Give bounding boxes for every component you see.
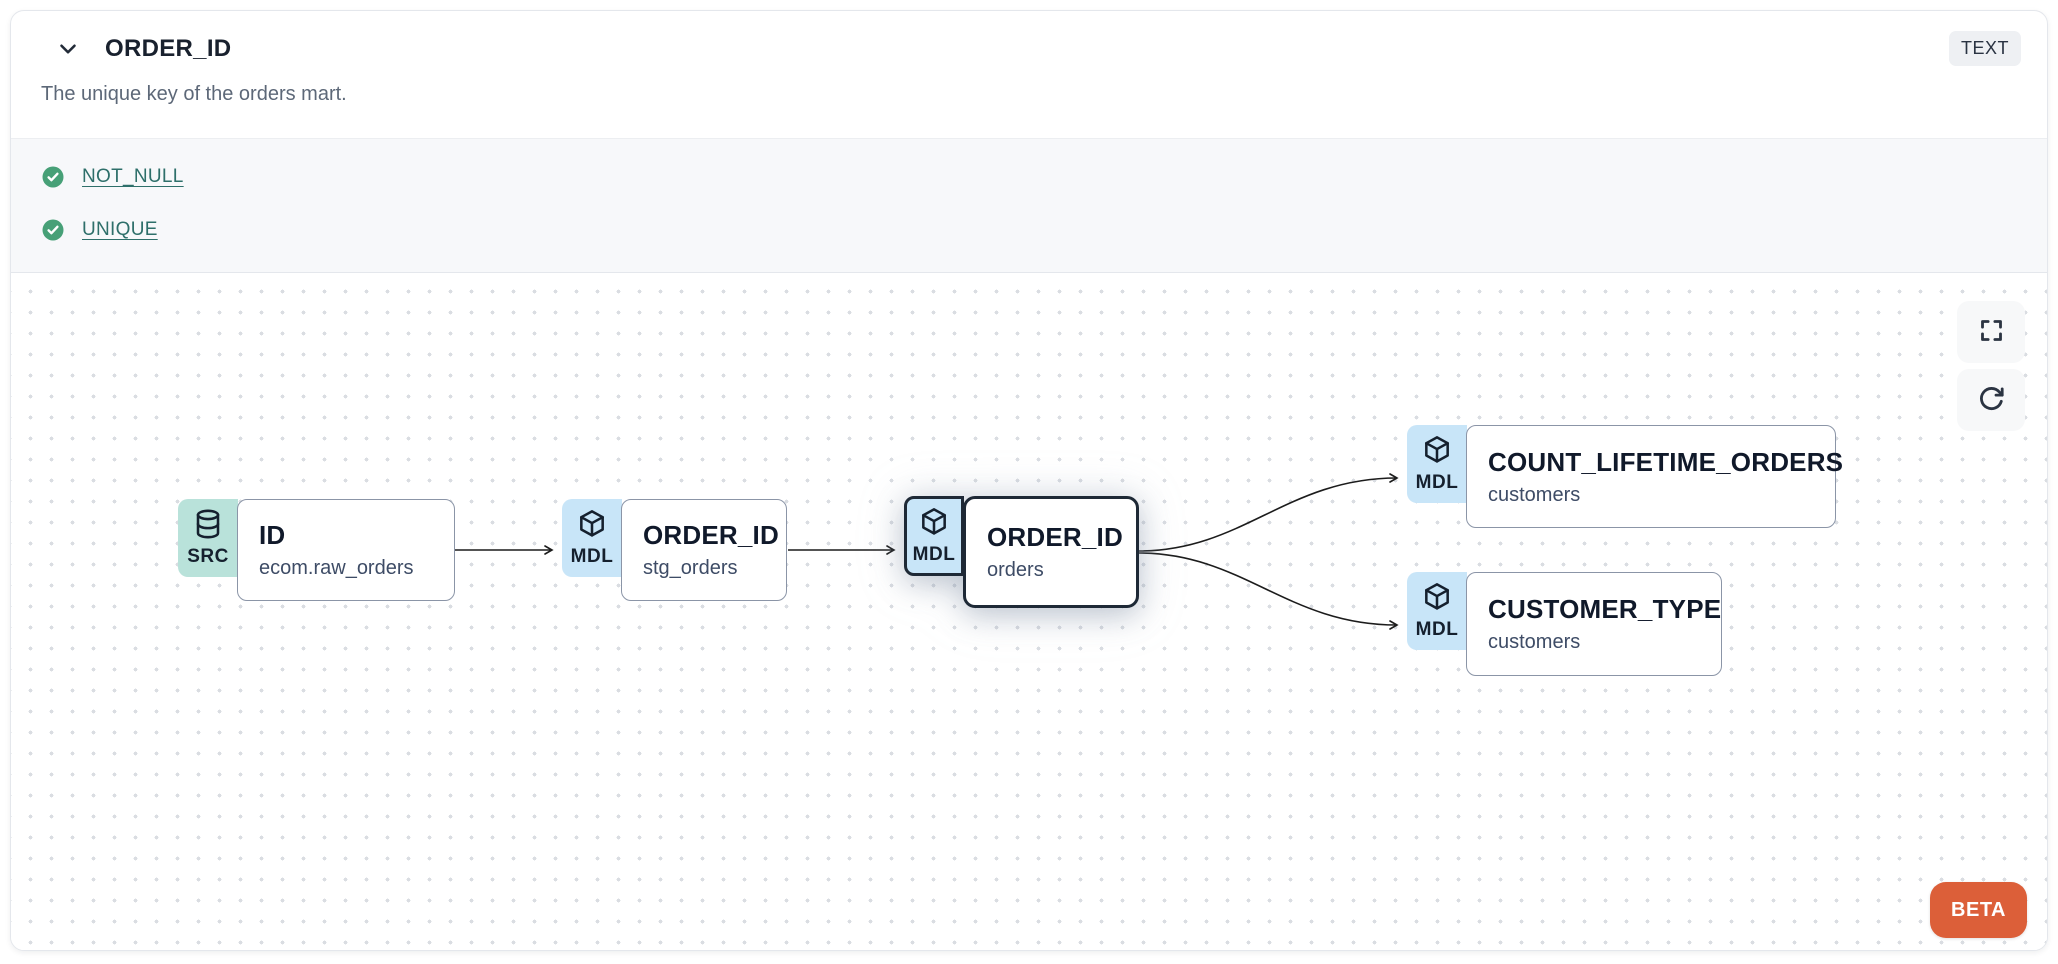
column-name: ORDER_ID <box>105 35 232 62</box>
database-icon <box>192 508 224 545</box>
source-badge: SRC <box>178 499 238 577</box>
column-description: The unique key of the orders mart. <box>41 83 347 105</box>
node-kind-label: MDL <box>1415 472 1459 493</box>
chevron-down-icon[interactable] <box>55 36 81 62</box>
refresh-button[interactable] <box>1957 369 2025 431</box>
node-body: COUNT_LIFETIME_ORDERS customers <box>1466 425 1844 528</box>
node-title: ORDER_ID <box>643 520 779 550</box>
column-details-card: ORDER_ID TEXT The unique key of the orde… <box>10 10 2048 951</box>
check-circle-icon <box>41 218 65 242</box>
header-row: ORDER_ID <box>41 35 2021 63</box>
test-row: UNIQUE <box>41 218 2017 242</box>
lineage-node-customer-type[interactable]: MDL CUSTOMER_TYPE customers <box>1407 572 1722 676</box>
node-subtitle: customers <box>1488 483 1581 506</box>
node-subtitle: customers <box>1488 631 1581 653</box>
test-link-unique[interactable]: UNIQUE <box>82 219 158 240</box>
check-circle-icon <box>41 165 65 189</box>
cube-icon <box>576 508 608 545</box>
node-subtitle: stg_orders <box>643 557 738 579</box>
cube-icon <box>1421 581 1453 618</box>
node-title: ID <box>259 520 286 550</box>
lineage-canvas[interactable]: SRC ID ecom.raw_orders MDL ORDER_ID stg_… <box>11 273 2047 950</box>
header: ORDER_ID TEXT The unique key of the orde… <box>11 11 2047 138</box>
node-subtitle: ecom.raw_orders <box>259 557 414 579</box>
node-title: CUSTOMER_TYPE <box>1488 594 1722 624</box>
lineage-node-order-id-stg-orders[interactable]: MDL ORDER_ID stg_orders <box>562 499 787 601</box>
node-kind-label: MDL <box>570 546 614 567</box>
node-kind-label: SRC <box>187 546 229 567</box>
node-title: ORDER_ID <box>987 522 1123 552</box>
node-body: ORDER_ID stg_orders <box>621 499 787 601</box>
node-kind-label: MDL <box>912 544 956 565</box>
fullscreen-icon <box>1978 317 2005 347</box>
lineage-edges <box>454 473 1399 630</box>
refresh-icon <box>1978 385 2005 415</box>
model-badge: MDL <box>1407 425 1467 503</box>
node-title: COUNT_LIFETIME_ORDERS <box>1488 446 1844 477</box>
node-subtitle: orders <box>987 559 1044 581</box>
node-body: CUSTOMER_TYPE customers <box>1466 572 1722 676</box>
beta-badge: BETA <box>1930 882 2027 938</box>
fullscreen-button[interactable] <box>1957 301 2025 363</box>
column-type-badge: TEXT <box>1948 31 2021 66</box>
lineage-node-order-id-orders-selected[interactable]: MDL ORDER_ID orders <box>904 496 1139 608</box>
test-link-not-null[interactable]: NOT_NULL <box>82 166 184 187</box>
model-badge: MDL <box>904 496 964 576</box>
cube-icon <box>1421 434 1453 471</box>
node-body: ORDER_ID orders <box>963 496 1139 608</box>
cube-icon <box>918 506 950 543</box>
test-row: NOT_NULL <box>41 165 2017 189</box>
model-badge: MDL <box>1407 572 1467 650</box>
tests-section: NOT_NULL UNIQUE <box>11 138 2047 273</box>
model-badge: MDL <box>562 499 622 577</box>
lineage-node-count-lifetime-orders[interactable]: MDL COUNT_LIFETIME_ORDERS customers <box>1407 425 1844 528</box>
node-kind-label: MDL <box>1415 619 1459 640</box>
node-body: ID ecom.raw_orders <box>237 499 455 601</box>
lineage-node-id-raw-orders[interactable]: SRC ID ecom.raw_orders <box>178 499 455 601</box>
